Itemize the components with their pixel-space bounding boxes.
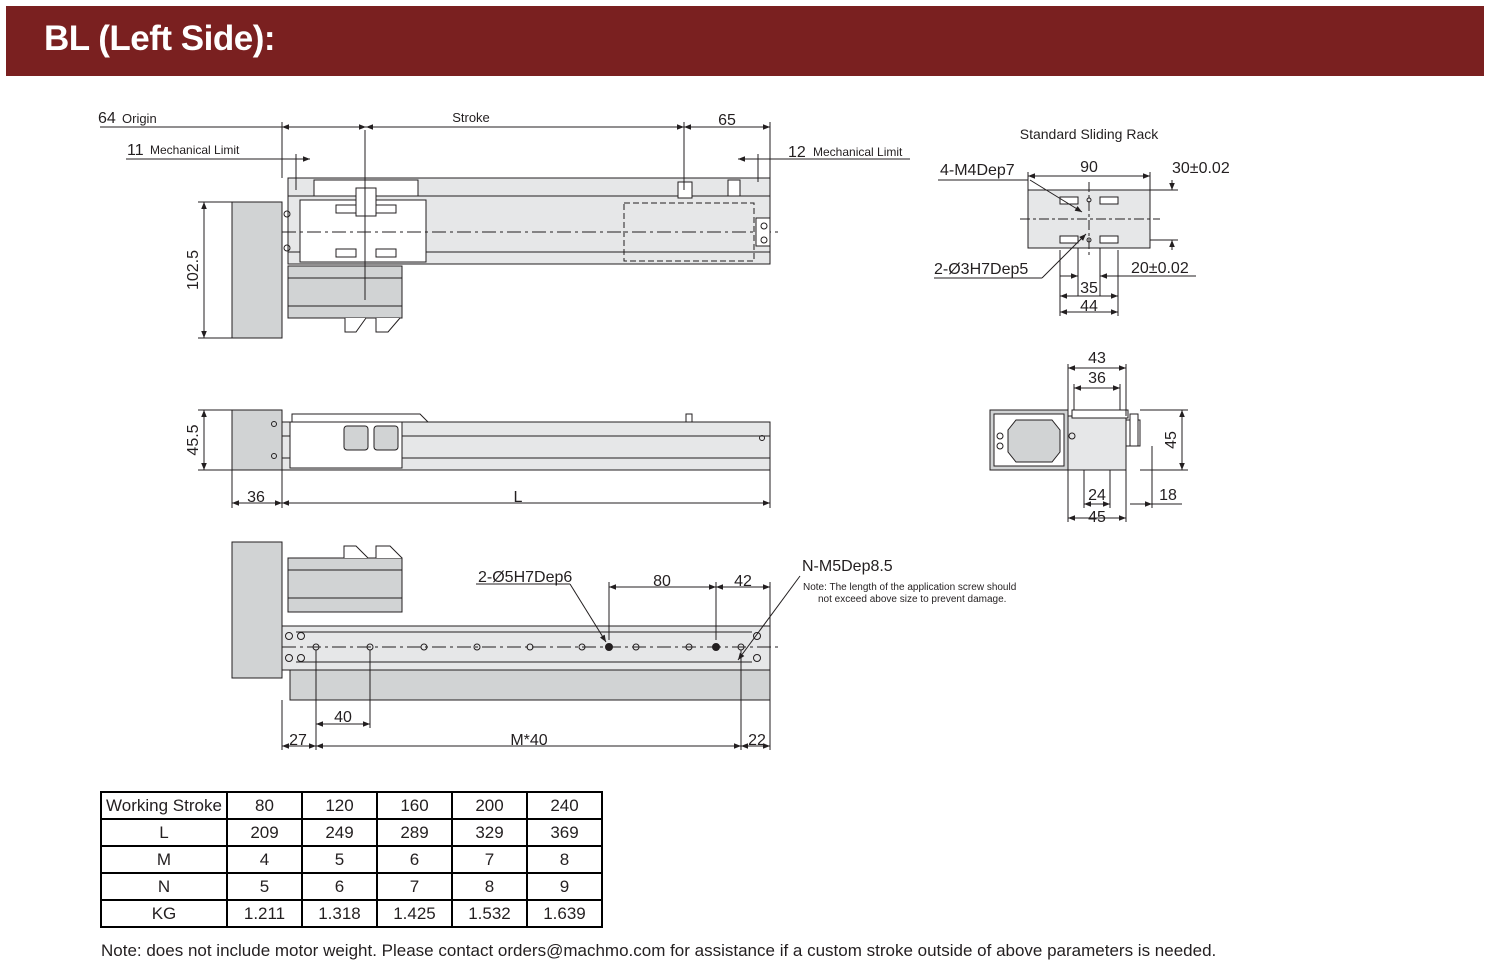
rack-pin-spacing: 20±0.02 xyxy=(1131,260,1189,277)
table-cell: 6 xyxy=(301,872,378,901)
table-row: N 5 6 7 8 9 xyxy=(100,872,603,901)
motor-bracket xyxy=(287,265,403,319)
table-cell: 6 xyxy=(376,845,453,874)
table-cell: 5 xyxy=(301,845,378,874)
end-height: 45 xyxy=(1163,431,1180,449)
row-header: Working Stroke xyxy=(100,791,228,820)
left-limit-value: 11 xyxy=(127,142,144,159)
table-row: L 209 249 289 329 369 xyxy=(100,818,603,847)
table-cell: 1.318 xyxy=(301,899,378,928)
end-offset-value: 42 xyxy=(734,573,752,590)
rack-height-value: 30±0.02 xyxy=(1172,160,1230,177)
right-limit-label: Mechanical Limit xyxy=(813,145,903,159)
end-view xyxy=(989,364,1188,522)
table-cell: 120 xyxy=(301,791,378,820)
rail-section xyxy=(1067,415,1127,471)
origin-label: Origin xyxy=(122,111,157,126)
side-view xyxy=(198,409,771,508)
rack-width-value: 90 xyxy=(1080,159,1098,176)
screw-note-line1: Note: The length of the application scre… xyxy=(803,582,1016,593)
table-cell: 8 xyxy=(526,845,603,874)
tail-offset-value: 22 xyxy=(748,732,766,749)
left-limit-label: Mechanical Limit xyxy=(150,143,240,157)
motor-block xyxy=(231,201,283,339)
footnote: Note: does not include motor weight. Ple… xyxy=(101,941,1217,960)
table-cell: 8 xyxy=(451,872,528,901)
table-cell: 160 xyxy=(376,791,453,820)
dowel-holes-label: 2-Ø5H7Dep6 xyxy=(478,569,572,586)
end-side: 18 xyxy=(1159,487,1177,504)
table-row: KG 1.211 1.318 1.425 1.532 1.639 xyxy=(100,899,603,928)
table-cell: 200 xyxy=(451,791,528,820)
end-bottom-outer: 45 xyxy=(1088,509,1106,526)
table-cell: 1.532 xyxy=(451,899,528,928)
table-cell: 4 xyxy=(226,845,303,874)
end-top-inner: 36 xyxy=(1088,370,1106,387)
rack-inner-value: 35 xyxy=(1080,280,1098,297)
table-cell: 9 xyxy=(526,872,603,901)
rack-title: Standard Sliding Rack xyxy=(1020,126,1160,142)
table-cell: 240 xyxy=(526,791,603,820)
hole-spacing-value: 40 xyxy=(334,709,352,726)
screw-label: N-M5Dep8.5 xyxy=(802,558,893,575)
table-cell: 329 xyxy=(451,818,528,847)
table-cell: 1.639 xyxy=(526,899,603,928)
end-bottom-inner: 24 xyxy=(1088,487,1106,504)
stroke-spec-table: Working Stroke 80 120 160 200 240 L 209 … xyxy=(100,791,603,928)
table-cell: 80 xyxy=(226,791,303,820)
table-row: Working Stroke 80 120 160 200 240 xyxy=(100,791,603,820)
table-row: M 4 5 6 7 8 xyxy=(100,845,603,874)
side-height-value: 45.5 xyxy=(185,424,202,455)
header-banner: BL (Left Side): xyxy=(6,6,1484,76)
table-cell: 1.211 xyxy=(226,899,303,928)
motor-block-bottom xyxy=(231,541,283,679)
table-cell: 1.425 xyxy=(376,899,453,928)
rail-base xyxy=(281,625,771,671)
table-cell: 209 xyxy=(226,818,303,847)
top-view xyxy=(100,122,910,339)
stroke-label: Stroke xyxy=(452,110,490,125)
table-cell: 5 xyxy=(226,872,303,901)
right-offset-value: 65 xyxy=(718,112,736,129)
table-cell: 7 xyxy=(376,872,453,901)
slider-end-position xyxy=(623,202,755,262)
table-cell: 249 xyxy=(301,818,378,847)
origin-value: 64 xyxy=(98,110,116,127)
length-label: L xyxy=(514,489,523,506)
top-height-value: 102.5 xyxy=(185,250,202,290)
right-limit-value: 12 xyxy=(788,144,806,161)
row-header: N xyxy=(100,872,228,901)
bottom-view xyxy=(231,541,801,750)
row-header: M xyxy=(100,845,228,874)
table-cell: 289 xyxy=(376,818,453,847)
motor-length-value: 36 xyxy=(247,489,265,506)
sliding-rack-view xyxy=(934,172,1196,316)
end-top-outer: 43 xyxy=(1088,350,1106,367)
table-cell: 7 xyxy=(451,845,528,874)
motor-block-side xyxy=(231,409,283,471)
motor-bracket-bottom xyxy=(287,557,403,613)
rack-outer-value: 44 xyxy=(1080,298,1098,315)
page-title: BL (Left Side): xyxy=(44,19,276,58)
start-offset-value: 27 xyxy=(289,732,307,749)
rack-pin-label: 2-Ø3H7Dep5 xyxy=(934,261,1028,278)
rack-tap-label: 4-M4Dep7 xyxy=(940,162,1015,179)
row-header: L xyxy=(100,818,228,847)
pitch-value: 80 xyxy=(653,573,671,590)
screw-note-line2: not exceed above size to prevent damage. xyxy=(818,594,1006,605)
table-cell: 369 xyxy=(526,818,603,847)
hole-pattern-label: M*40 xyxy=(510,732,547,749)
row-header: KG xyxy=(100,899,228,928)
